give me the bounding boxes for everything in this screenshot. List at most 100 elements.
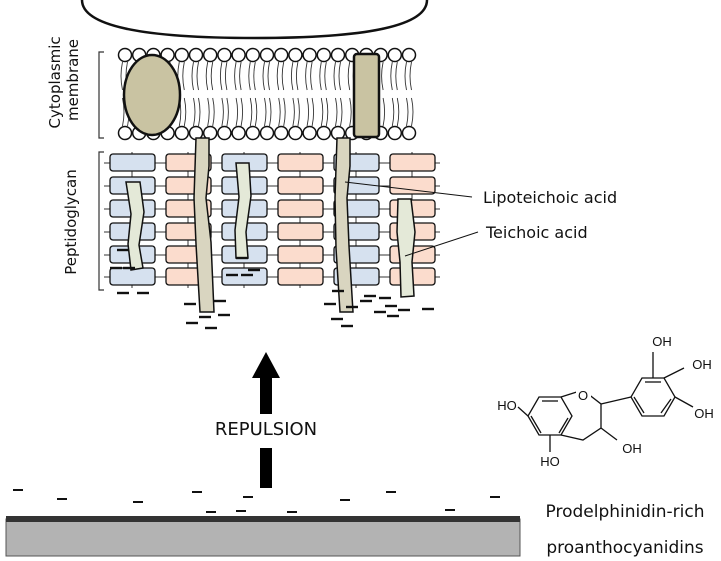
negative-charge — [340, 499, 350, 501]
lipid-tail — [207, 97, 210, 127]
ring-oxygen-atom: O — [578, 388, 588, 403]
lipid-tail — [319, 61, 322, 91]
negative-charge — [133, 501, 143, 503]
hydroxyl-7: HO — [497, 398, 517, 413]
glycan-block — [277, 199, 324, 218]
lipid-tail — [335, 97, 338, 127]
negative-charge — [248, 268, 260, 272]
lipid-head — [259, 47, 275, 63]
negative-charge — [123, 266, 135, 270]
negative-charge — [186, 321, 198, 325]
negative-charge — [117, 248, 129, 252]
negative-charge — [374, 310, 386, 314]
lipid-tail — [406, 97, 409, 127]
lipid-tail — [221, 97, 224, 127]
teichoic-acid-strand-3 — [396, 198, 416, 298]
lipid-tail — [239, 61, 242, 91]
lipid-tail — [224, 61, 228, 91]
peptidoglycan-mesh — [109, 153, 436, 286]
lipoteichoic-label: Lipoteichoic acid — [483, 188, 617, 207]
repulsion-label: REPULSION — [215, 419, 317, 440]
lipid-head — [401, 125, 417, 141]
cell-wall-negative-charges — [110, 248, 434, 330]
negative-charge — [490, 496, 500, 498]
surface-negative-charges — [13, 489, 500, 513]
lipid-tail — [235, 97, 239, 127]
negative-charge — [192, 491, 202, 493]
glycan-block — [221, 267, 268, 286]
lipid-tail — [249, 97, 253, 127]
lipid-tail — [382, 97, 386, 127]
glycan-block — [277, 245, 324, 264]
lipid-tail — [333, 61, 336, 91]
repulsion-arrow-head — [252, 352, 280, 414]
teichoic-callout-line — [404, 231, 479, 257]
lipid-head — [202, 47, 218, 63]
lipid-head — [117, 125, 133, 141]
lipid-tail — [205, 61, 209, 91]
lipid-tail — [278, 97, 281, 127]
coated-surface — [5, 518, 521, 557]
lipid-tail — [411, 97, 414, 127]
lipid-tail — [196, 61, 199, 91]
lipid-head — [302, 125, 317, 141]
negative-charge — [387, 314, 399, 318]
lipid-tail — [310, 61, 313, 91]
lipid-tail — [122, 97, 125, 127]
lipoteichoic-callout-line — [344, 181, 473, 198]
lipid-tail — [219, 61, 223, 91]
lipid-tail — [254, 97, 258, 127]
lipid-tail — [311, 97, 315, 127]
negative-charge — [236, 256, 248, 260]
negative-charge — [324, 302, 336, 306]
lipid-tail — [347, 61, 351, 91]
negative-charge — [422, 307, 434, 311]
lipid-tail — [198, 97, 201, 127]
lipid-tail — [193, 97, 196, 127]
teichoic-acid-strand-2 — [234, 162, 252, 259]
lipid-tail — [306, 97, 310, 127]
lipid-tail — [409, 61, 412, 91]
membrane-protein-rect — [352, 52, 381, 139]
lipid-tail — [253, 61, 256, 91]
negative-charge — [360, 299, 372, 303]
lipid-head — [174, 125, 190, 141]
lipid-tail — [212, 97, 215, 127]
lipid-head — [302, 47, 317, 63]
prodelphinidin-structure — [517, 352, 694, 452]
peptidoglycan-bracket — [98, 151, 104, 291]
glycan-block — [389, 153, 436, 172]
lipid-head — [188, 47, 204, 63]
negative-charge — [445, 509, 455, 511]
lipid-head — [273, 125, 289, 141]
lipid-tail — [395, 61, 398, 91]
lipid-tail — [338, 61, 341, 91]
compound-label-line1: Prodelphinidin-rich — [546, 502, 705, 522]
lipid-head — [316, 47, 332, 63]
lipid-tail — [269, 97, 272, 127]
negative-charge — [205, 326, 217, 330]
glycan-block — [109, 153, 156, 172]
negative-charge — [346, 305, 358, 309]
negative-charge — [110, 266, 122, 270]
lipid-head — [387, 125, 403, 141]
negative-charge — [332, 289, 344, 293]
lipid-tail — [240, 97, 244, 127]
negative-charge — [379, 296, 391, 300]
lipid-tail — [324, 61, 327, 91]
lipid-head — [288, 47, 303, 63]
negative-charge — [137, 291, 149, 295]
lipid-head — [117, 47, 133, 63]
lipid-tail — [292, 97, 295, 127]
repulsion-arrow-tail — [260, 448, 272, 488]
negative-charge — [398, 308, 410, 312]
lipid-head — [273, 47, 289, 63]
lipid-head — [217, 47, 232, 63]
ring-b — [630, 377, 676, 417]
hydroxyl-3-prime: OH — [652, 334, 672, 349]
peptidoglycan-label: Peptidoglycan — [62, 169, 80, 275]
lipid-head — [174, 47, 190, 63]
ring-a — [527, 396, 573, 436]
lipid-tail — [283, 97, 286, 127]
negative-charge — [214, 299, 226, 303]
